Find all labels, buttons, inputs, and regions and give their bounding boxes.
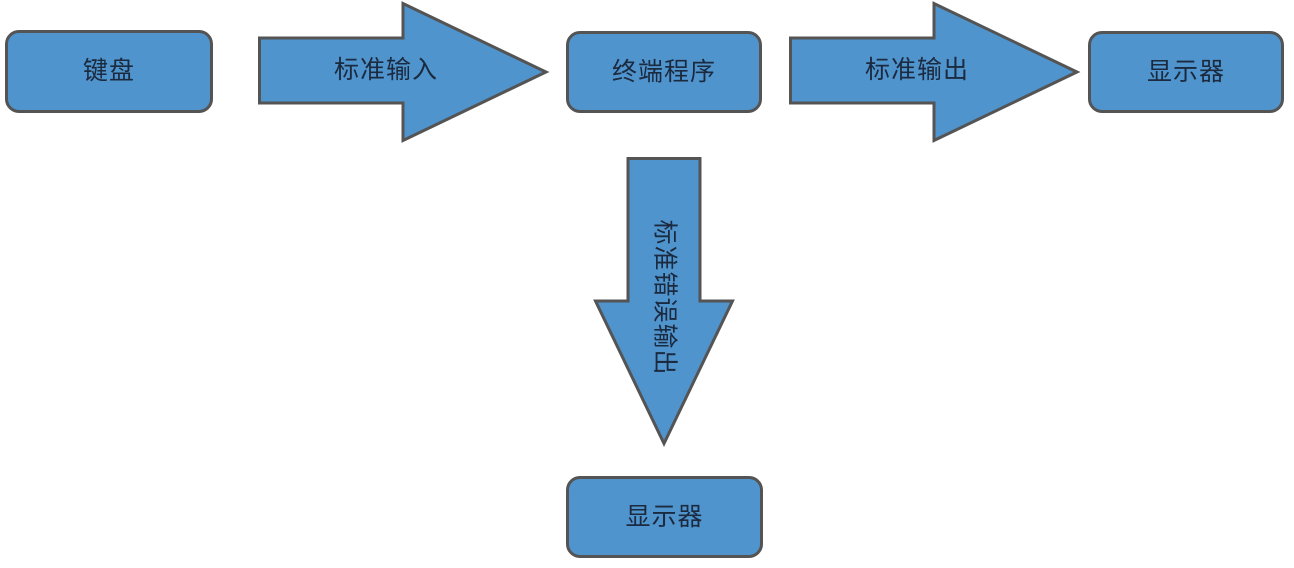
arrow-stdin-shape (258, 1, 550, 143)
arrow-stdin[interactable]: 标准输入 (258, 1, 550, 143)
node-display-right[interactable]: 显示器 (1088, 31, 1284, 113)
node-display-bottom[interactable]: 显示器 (566, 476, 763, 558)
arrow-stderr-shape (593, 157, 735, 447)
node-keyboard-label: 键盘 (82, 57, 135, 85)
arrow-stderr-label: 标准错误输出 (650, 219, 679, 376)
node-display-bottom-label: 显示器 (625, 502, 704, 531)
arrow-stdout-shape (789, 1, 1081, 143)
node-terminal-program[interactable]: 终端程序 (566, 31, 762, 113)
node-display-right-label: 显示器 (1146, 57, 1225, 86)
arrow-stdout[interactable]: 标准输出 (789, 1, 1081, 143)
arrow-stdin-label: 标准输入 (334, 56, 439, 84)
arrow-stdout-label: 标准输出 (865, 56, 970, 84)
node-keyboard[interactable]: 键盘 (5, 30, 213, 113)
arrow-stderr[interactable]: 标准错误输出 (593, 157, 735, 447)
node-terminal-program-label: 终端程序 (611, 57, 716, 86)
